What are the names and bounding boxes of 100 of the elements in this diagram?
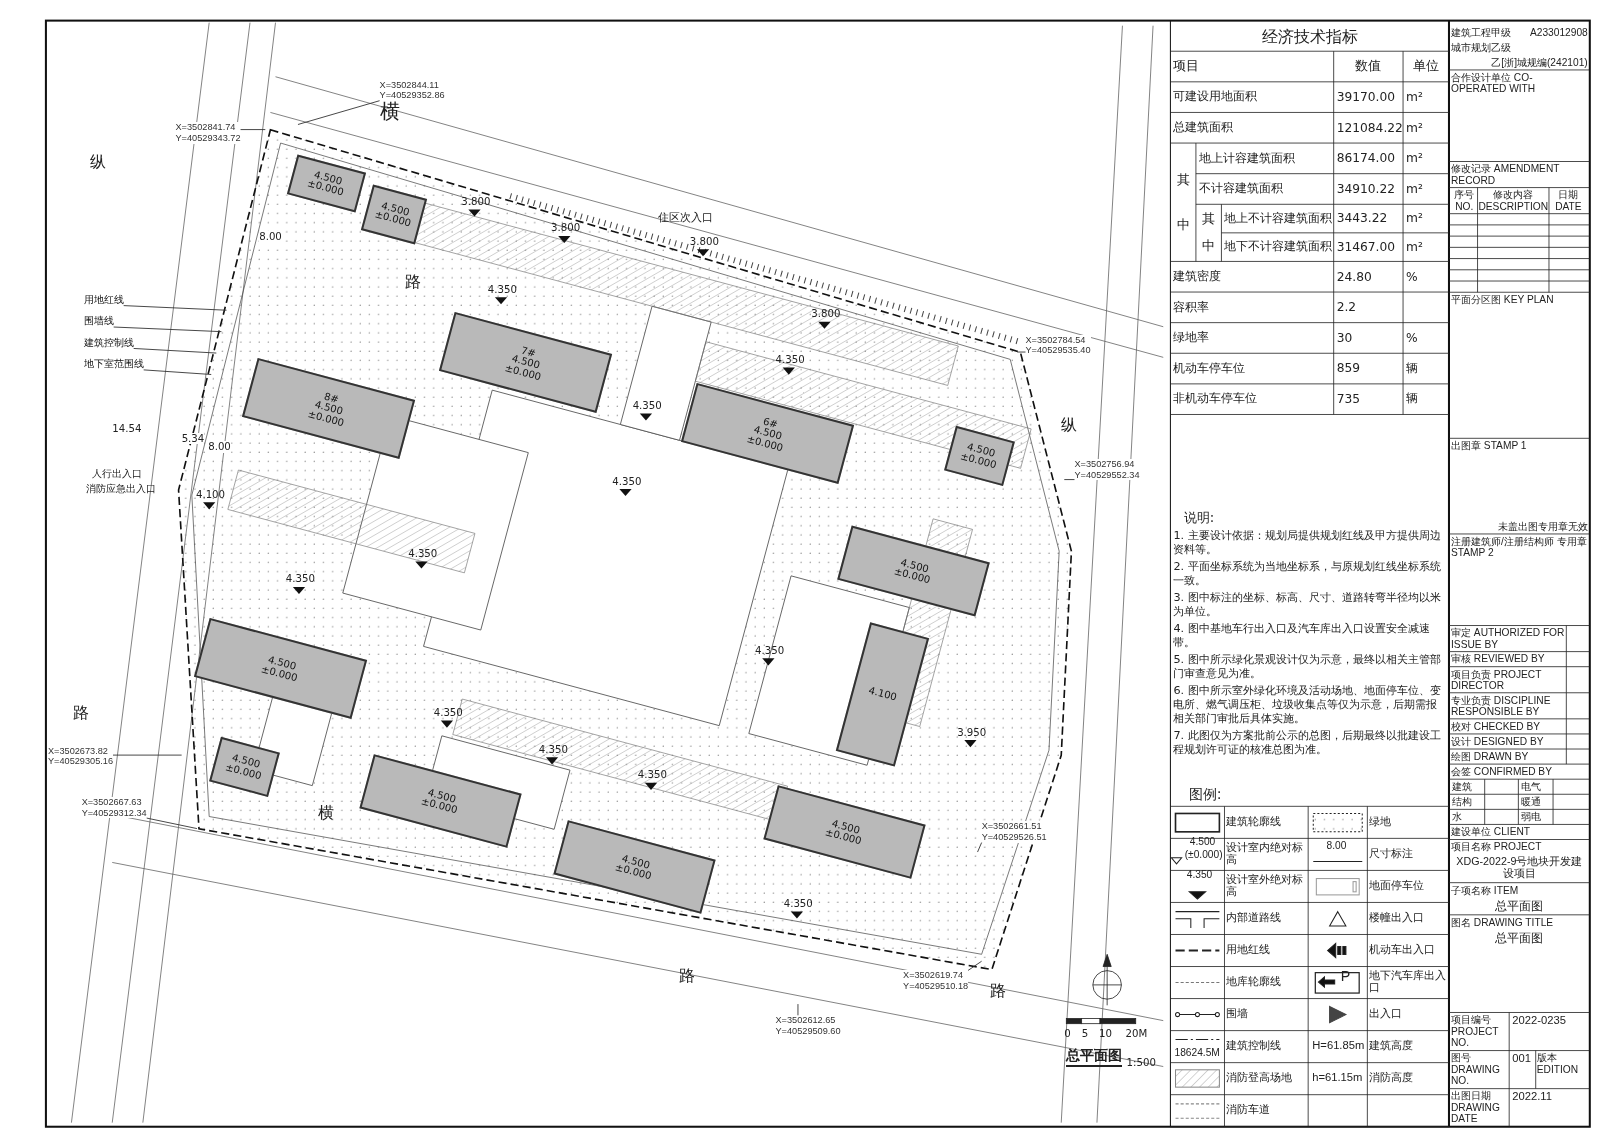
drawing-number: 001	[1512, 1052, 1532, 1065]
legend-text: 建筑高度	[1368, 1038, 1415, 1055]
drawing-title: 总平面图	[1494, 931, 1545, 946]
table-cell-text: 建筑密度	[1172, 268, 1223, 285]
legend-text: 设计室内绝对标高	[1225, 839, 1305, 869]
line-name: 地下室范围线	[83, 358, 144, 370]
discipline-label: 暖通	[1521, 796, 1543, 808]
qualification-text: A233012908	[1528, 26, 1588, 38]
project-number: 2022-0235	[1512, 1014, 1567, 1027]
legend-text: 消防登高场地	[1225, 1070, 1294, 1087]
table-cell-text: 辆	[1405, 390, 1420, 408]
table-cell-text: 其中	[1201, 210, 1217, 255]
legend-sample-text: 4.350	[1186, 869, 1213, 882]
dimension-label: 5.34	[181, 432, 205, 445]
elevation-label: 4.350	[487, 283, 517, 296]
legend-text: 设计室外绝对标高	[1225, 871, 1305, 901]
legend-text: 地面停车位	[1368, 878, 1426, 895]
table-cell-text: 机动车停车位	[1172, 359, 1247, 377]
elevation-label: 4.350	[783, 897, 813, 910]
coordinate-label: X=3502619.74 Y=40529510.18	[903, 970, 969, 992]
elevation-label: 4.350	[632, 400, 662, 412]
leader-line	[146, 817, 198, 830]
leader-line	[133, 348, 217, 354]
table-title: 经济技术指标	[1260, 25, 1359, 48]
discipline-label: 建筑	[1452, 781, 1474, 793]
entrance-label: 消防应急出入口	[85, 482, 156, 495]
note-text: 2. 平面坐标系统为当地坐标系，与原规划红线坐标系统一致。	[1173, 559, 1442, 588]
title-block-heading: 修改内容 DESCRIPTION	[1477, 189, 1549, 212]
road-name: 路	[405, 273, 422, 293]
note-text: 6. 图中所示室外绿化环境及活动场地、地面停车位、变电所、燃气调压柜、垃圾收集点等仅为示意，后期需报相关部门审批后具体实施。	[1173, 683, 1442, 726]
table-cell-text: 2.2	[1335, 299, 1358, 317]
coordinate-label: X=3502612.65 Y=40529509.60	[775, 1015, 841, 1037]
table-cell-text: 总建筑面积	[1172, 119, 1235, 137]
title-block-heading: 日期 DATE	[1554, 189, 1583, 212]
road-name: 纵	[89, 153, 106, 172]
title-block-heading: 会签 CONFIRMED BY	[1451, 765, 1553, 778]
legend-text: 消防车道	[1225, 1102, 1272, 1119]
scale-label: 5	[1081, 1027, 1089, 1040]
table-cell-text: m²	[1405, 150, 1424, 168]
legend-text: 围墙	[1225, 1006, 1250, 1023]
elevation-label: 4.350	[612, 475, 642, 488]
legend-text: 建筑控制线	[1225, 1038, 1283, 1055]
note-text: 3. 图中标注的坐标、标高、尺寸、道路转弯半径均以米为单位。	[1173, 590, 1442, 619]
signature-row-label: 校对 CHECKED BY	[1451, 720, 1542, 732]
note-text: 5. 图中所示绿化景观设计仅为示意，最终以相关主管部门审查意见为准。	[1173, 652, 1442, 681]
road-name: 横	[379, 100, 400, 124]
note-text: 7. 此图仅为方案批前公示的总图，后期最终以批建设工程规划许可证的核准总图为准。	[1173, 728, 1442, 757]
title-block-heading: 注册建筑师/注册结构师 专用章 STAMP 2	[1451, 535, 1588, 559]
table-cell-text: m²	[1405, 119, 1424, 137]
leader-line	[143, 369, 212, 375]
coordinate-label: X=3502844.11 Y=40529352.86	[379, 79, 445, 101]
table-cell-text: 可建设用地面积	[1172, 88, 1259, 106]
title-block-heading: 版本 EDITION	[1536, 1052, 1580, 1075]
legend-sample-text: (±0.000)	[1184, 848, 1223, 861]
road-name: 纵	[1061, 416, 1078, 436]
table-cell-text: 容积率	[1172, 298, 1211, 316]
legend-text: 地下汽车库出入口	[1368, 968, 1448, 997]
elevation-label: 4.350	[775, 354, 805, 366]
legend-text: 建筑轮廓线	[1225, 813, 1283, 830]
table-cell-text: 辆	[1405, 359, 1420, 377]
elevation-label: 4.350	[408, 547, 438, 560]
signature-row-label: 审核 REVIEWED BY	[1451, 653, 1546, 665]
table-cell-text: m²	[1405, 238, 1424, 256]
coordinate-label: X=3502667.63 Y=40529312.34	[81, 796, 147, 819]
table-cell-text: m²	[1405, 210, 1424, 228]
elevation-label: 4.100	[195, 488, 226, 501]
table-cell-text: 34910.22	[1335, 180, 1397, 198]
discipline-label: 电气	[1521, 781, 1543, 793]
elevation-label: 4.350	[637, 769, 667, 782]
table-cell-text: %	[1405, 329, 1419, 347]
notes-heading: 说明:	[1183, 510, 1215, 526]
legend-text: 机动车出入口	[1368, 942, 1437, 959]
table-cell-text: 86174.00	[1335, 150, 1397, 168]
signature-row-label: 审定 AUTHORIZED FOR ISSUE BY	[1451, 627, 1566, 650]
table-header: 数值	[1354, 57, 1383, 76]
title-block-heading: 序号 NO.	[1453, 189, 1476, 212]
table-cell-text: 地上不计容建筑面积	[1223, 209, 1334, 227]
note-text: 4. 图中基地车行出入口及汽车库出入口设置安全减速带。	[1173, 621, 1431, 650]
table-cell-text: %	[1405, 268, 1419, 286]
elevation-label: 3.800	[811, 308, 841, 320]
drawing-date: 2022.11	[1512, 1090, 1553, 1103]
table-cell-text: 绿地率	[1172, 329, 1211, 347]
table-cell-text: 24.80	[1335, 268, 1373, 286]
legend-sample-text: 4.500	[1189, 835, 1216, 848]
legend-text: 尺寸标注	[1368, 846, 1415, 862]
legend-text: 用地红线	[1225, 942, 1272, 959]
discipline-label: 水	[1452, 811, 1464, 823]
entrance-label: 人行出入口	[91, 468, 142, 481]
signature-row-label: 绘图 DRAWN BY	[1451, 750, 1530, 763]
legend-text: 地库轮廓线	[1225, 974, 1283, 991]
table-cell-text: m²	[1405, 88, 1424, 106]
line-name: 建筑控制线	[83, 336, 134, 349]
leader-line	[1016, 351, 1026, 353]
legend-heading: 图例:	[1188, 785, 1222, 803]
discipline-label: 弱电	[1521, 811, 1543, 823]
table-cell-text: 3443.22	[1335, 210, 1389, 228]
table-header: 项目	[1172, 57, 1201, 76]
title-block-heading: 出图章 STAMP 1	[1451, 440, 1528, 452]
legend-sample-text: 18624.5M	[1174, 1046, 1220, 1059]
road-name: 路	[989, 981, 1006, 1001]
